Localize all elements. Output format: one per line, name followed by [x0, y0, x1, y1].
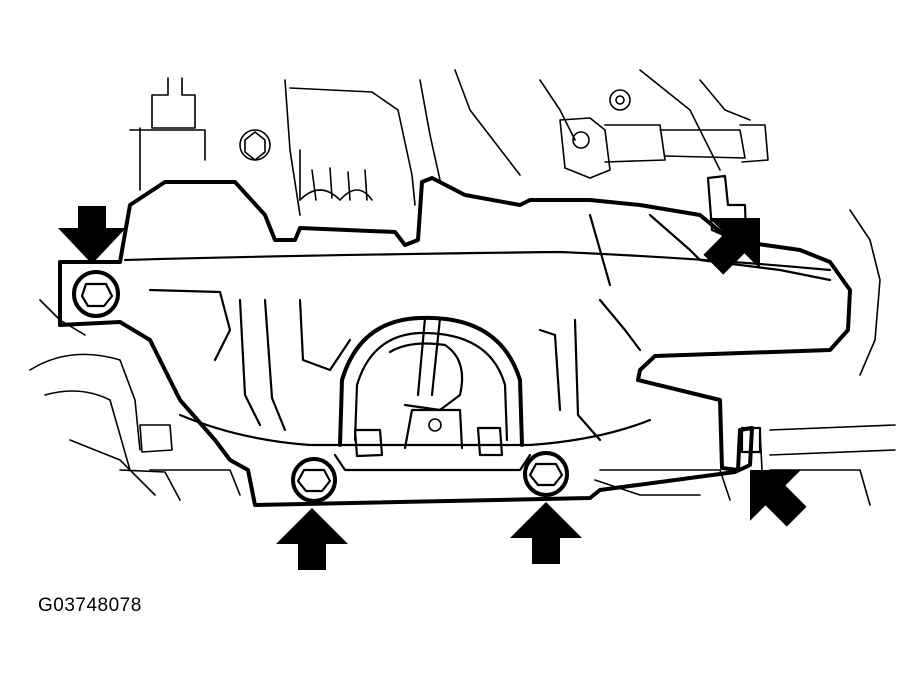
- bolt-lower-right: [740, 426, 762, 454]
- arrow-icon: [703, 218, 760, 275]
- bolt-bottom-right: [523, 451, 569, 497]
- intake-manifold: [58, 176, 852, 507]
- figure-id-label: G03748078: [38, 595, 142, 616]
- arrow-icon: [510, 502, 582, 564]
- callout-arrows: [58, 206, 807, 570]
- arrow-icon: [276, 508, 348, 570]
- arrow-icon: [750, 470, 807, 527]
- bolt-bottom-left: [291, 457, 337, 503]
- arrow-icon: [58, 206, 126, 264]
- bolt-left-upper: [72, 270, 120, 318]
